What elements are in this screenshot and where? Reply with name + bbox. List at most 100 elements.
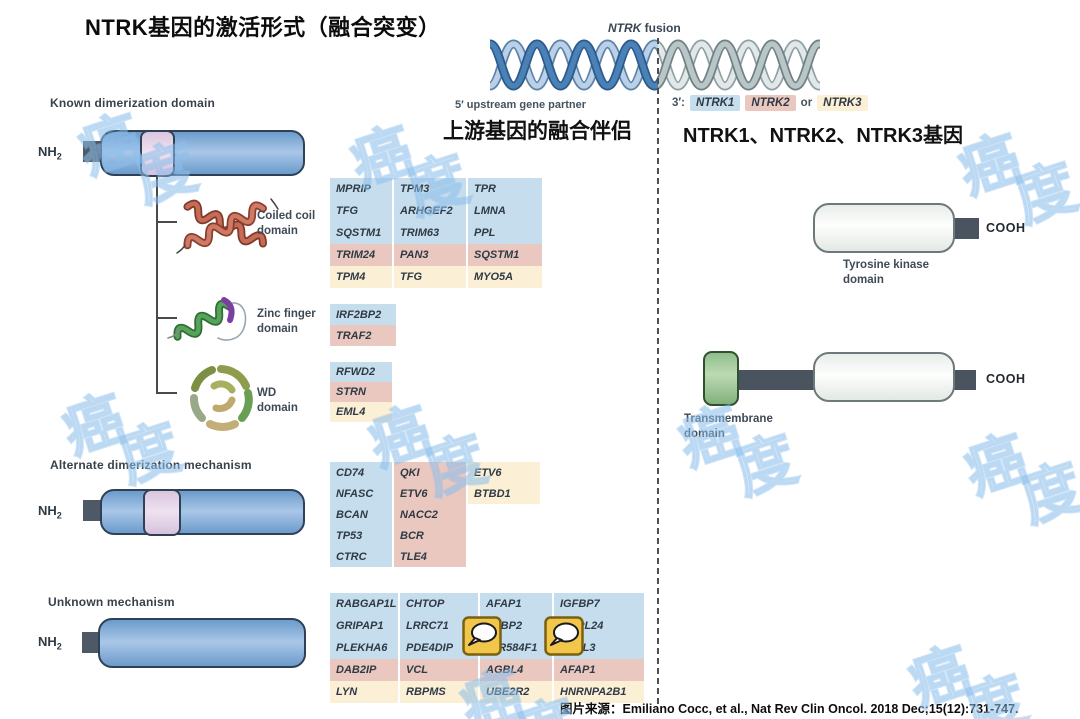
nh2-connector-1 xyxy=(83,141,102,162)
table-cell: TRIM63 xyxy=(394,222,466,244)
section-header-known-dimerization: Known dimerization domain xyxy=(50,96,216,110)
gene-table-zinc-finger: IRF2BP2 TRAF2 xyxy=(330,304,396,346)
watermark: 癌度 xyxy=(670,395,805,508)
section-header-unknown-mechanism: Unknown mechanism xyxy=(48,595,175,609)
ntrk1-chip: NTRK1 xyxy=(689,95,741,111)
table-cell: TRIM24 xyxy=(330,244,392,266)
table-cell: LMNA xyxy=(468,200,542,222)
gene-table-alternate-ntrk2: QKI ETV6 NACC2 BCR TLE4 xyxy=(394,462,466,567)
ntrk3-chip: NTRK3 xyxy=(817,95,868,111)
nh2-connector-3 xyxy=(82,632,101,653)
cooh-label-1: COOH xyxy=(986,221,1026,235)
watermark: 癌度 xyxy=(956,423,1080,536)
zinc-finger-domain-label: Zinc finger domain xyxy=(257,308,316,335)
table-cell: NFASC xyxy=(330,483,392,504)
dimerization-domain-segment-1 xyxy=(140,129,175,177)
table-cell: UBE2R2 xyxy=(480,681,552,703)
table-cell: VCL xyxy=(400,659,478,681)
table-cell: MPRIP xyxy=(330,178,392,200)
protein-bar-unknown xyxy=(98,618,306,668)
ntrk-fusion-rest-text: fusion xyxy=(641,21,681,35)
section-header-alternate-dimerization: Alternate dimerization mechanism xyxy=(50,458,252,472)
cooh-connector-1 xyxy=(953,218,979,239)
gene-table-alternate-ntrk3: ETV6 BTBD1 xyxy=(468,462,540,504)
table-cell: SQSTM1 xyxy=(468,244,542,266)
table-cell: MYO5A xyxy=(468,266,542,288)
protein-bar-alternate xyxy=(100,488,305,536)
protein-bar-known xyxy=(100,129,305,177)
table-cell: PLEKHA6 xyxy=(330,637,398,659)
table-cell: CD74 xyxy=(330,462,392,483)
nh2-label-1: NH2 xyxy=(38,144,62,162)
ntrk-fusion-gene-text: NTRK xyxy=(608,21,642,35)
table-cell: RBPMS xyxy=(400,681,478,703)
table-cell: ARHGEF2 xyxy=(394,200,466,222)
gene-table-alternate-ntrk1: CD74 NFASC BCAN TP53 CTRC xyxy=(330,462,392,567)
upstream-gene-partner-label: 5′ upstream gene partner xyxy=(455,99,587,111)
table-cell: ETV6 xyxy=(468,462,540,483)
nh2-label-3: NH2 xyxy=(38,634,62,652)
table-cell: PPL xyxy=(468,222,542,244)
table-cell: EML4 xyxy=(330,402,392,422)
zinc-finger-structure-image xyxy=(167,297,247,341)
table-cell: AFAP1 xyxy=(554,659,644,681)
gene-table-wd: RFWD2 STRN EML4 xyxy=(330,362,392,422)
table-cell: PAN3 xyxy=(394,244,466,266)
table-cell: TPM3 xyxy=(394,178,466,200)
table-cell: TPM4 xyxy=(330,266,392,288)
bracket-vertical-line xyxy=(156,176,158,393)
coiled-coil-structure-image xyxy=(176,198,279,254)
table-cell: IRF2BP2 xyxy=(330,304,396,325)
table-cell: LRRC71 xyxy=(400,615,478,637)
image-source-citation: 图片来源：Emiliano Cocc, et al., Nat Rev Clin… xyxy=(560,702,1019,716)
transmembrane-domain-box xyxy=(703,351,739,406)
table-cell: QKI xyxy=(394,462,466,483)
bracket-stub-wd xyxy=(156,392,177,394)
table-cell: BTBD1 xyxy=(468,483,540,504)
or-text: or xyxy=(800,97,813,109)
tyrosine-kinase-domain-label: Tyrosine kinase domain xyxy=(843,259,930,286)
downstream-genes-row: 3′: NTRK1 NTRK2 or NTRK3 xyxy=(672,95,868,111)
ntrk-fusion-label: NTRK fusion xyxy=(608,21,681,35)
dashed-divider-line xyxy=(657,38,659,704)
tyrosine-kinase-domain-box xyxy=(813,203,955,253)
ntrk-genes-cn-label: NTRK1、NTRK2、NTRK3基因 xyxy=(683,125,964,147)
wd-structure-image xyxy=(190,365,253,431)
table-cell: SQSTM1 xyxy=(330,222,392,244)
table-cell: RFWD2 xyxy=(330,362,392,382)
wd-domain-label: WD domain xyxy=(257,387,298,414)
table-cell: CHTOP xyxy=(400,593,478,615)
dimerization-domain-segment-2 xyxy=(143,488,181,536)
tyrosine-kinase-domain-box-2 xyxy=(813,352,955,402)
table-cell: TRAF2 xyxy=(330,325,396,346)
page-title: NTRK基因的激活形式（融合突变） xyxy=(85,15,441,40)
table-cell: IGFBP7 xyxy=(554,593,644,615)
table-cell: PDE4DIP xyxy=(400,637,478,659)
table-cell: HNRNPA2B1 xyxy=(554,681,644,703)
bracket-stub-coiled-coil xyxy=(156,221,177,223)
table-cell: LYN xyxy=(330,681,398,703)
table-cell: BCR xyxy=(394,525,466,546)
table-cell: TFG xyxy=(330,200,392,222)
speech-bubble-sticker-icon xyxy=(544,616,584,656)
cooh-label-2: COOH xyxy=(986,372,1026,386)
upstream-partner-cn-label: 上游基因的融合伴侣 xyxy=(443,120,632,143)
three-prime-label: 3′: xyxy=(672,97,685,109)
speech-bubble-sticker-icon xyxy=(462,616,502,656)
table-cell: NACC2 xyxy=(394,504,466,525)
table-cell: STRN xyxy=(330,382,392,402)
table-cell: RABGAP1L xyxy=(330,593,398,615)
watermark: 癌度 xyxy=(54,383,189,496)
gene-table-unknown: RABGAP1L CHTOP AFAP1 IGFBP7 GRIPAP1 LRRC… xyxy=(330,593,644,703)
table-cell: AFAP1 xyxy=(480,593,552,615)
table-cell: CTRC xyxy=(330,546,392,567)
nh2-connector-2 xyxy=(83,500,102,521)
table-cell: GRIPAP1 xyxy=(330,615,398,637)
gene-table-coiled-coil: MPRIP TPM3 TPR TFG ARHGEF2 LMNA SQSTM1 T… xyxy=(330,178,542,288)
transmembrane-domain-label: Transmembrane domain xyxy=(684,413,773,440)
table-cell: TFG xyxy=(394,266,466,288)
dna-helix-image xyxy=(490,39,820,91)
ntrk2-chip: NTRK2 xyxy=(745,95,796,111)
table-cell: TLE4 xyxy=(394,546,466,567)
